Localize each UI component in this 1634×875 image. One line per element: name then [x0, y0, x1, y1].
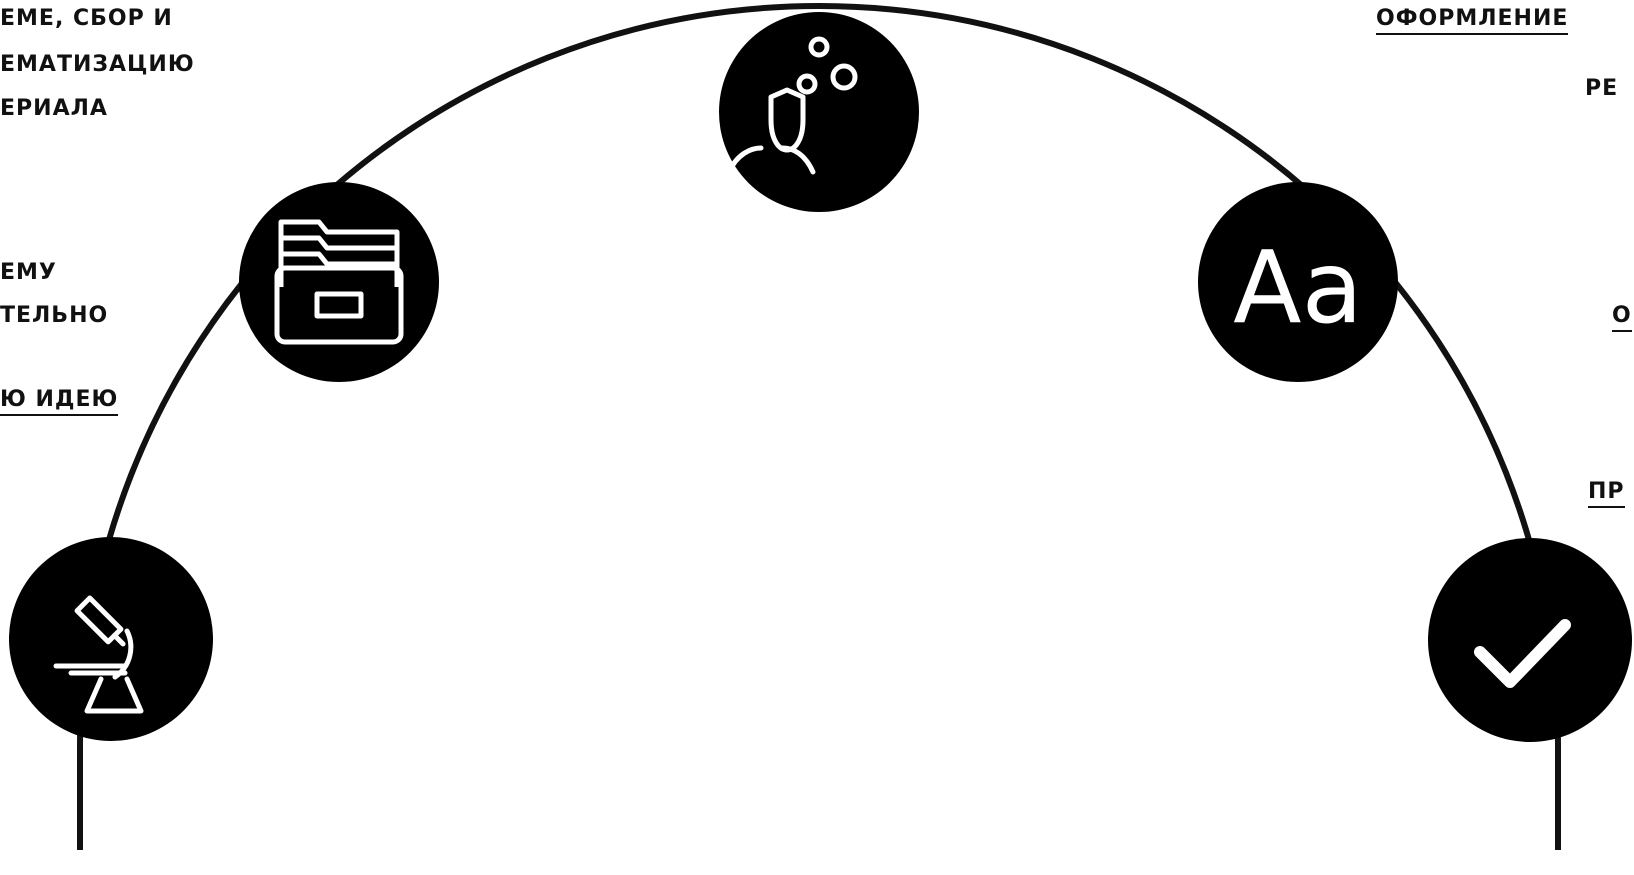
right-line-4: ПР	[1588, 481, 1625, 508]
right-line-3: О	[1612, 305, 1632, 332]
node-text-format: Aa	[1198, 182, 1398, 382]
person-gears-icon	[726, 36, 858, 175]
node-person-gears	[719, 12, 919, 212]
right-line-2: РЕ	[1585, 76, 1619, 101]
process-arc	[77, 3, 1561, 850]
node-circle	[1198, 182, 1398, 382]
node-folder	[239, 182, 439, 382]
microscope-icon	[53, 595, 144, 714]
node-checkmark	[1428, 538, 1632, 742]
left-line-3: ЕРИАЛА	[0, 96, 108, 121]
node-microscope	[9, 537, 213, 741]
right-line-1: ОФОРМЛЕНИЕ	[1376, 8, 1569, 35]
node-circle	[1428, 538, 1632, 742]
checkmark-icon	[1474, 619, 1571, 688]
left-line-6: Ю ИДЕЮ	[0, 389, 119, 416]
left-line-2: ЕМАТИЗАЦИЮ	[0, 52, 195, 77]
node-circle	[719, 12, 919, 212]
left-line-5: ТЕЛЬНО	[0, 303, 109, 328]
folder-archive-icon	[274, 219, 404, 345]
left-line-4: ЕМУ	[0, 260, 57, 285]
node-circle	[239, 182, 439, 382]
text-format-icon: Aa	[1233, 229, 1363, 346]
left-line-1: ЕМЕ, СБОР И	[0, 6, 173, 31]
